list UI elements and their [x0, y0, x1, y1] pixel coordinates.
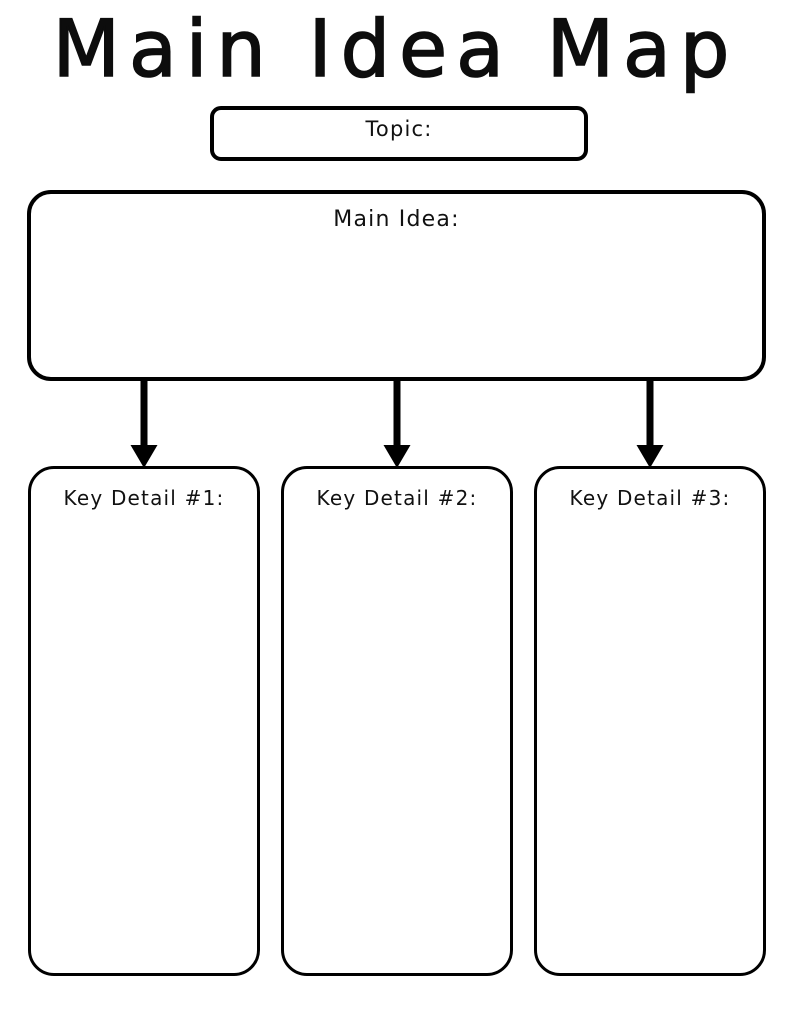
- key-detail-label-1: Key Detail #1:: [63, 486, 225, 510]
- key-detail-label-3: Key Detail #3:: [569, 486, 731, 510]
- key-detail-box-2[interactable]: Key Detail #2:: [281, 466, 513, 976]
- topic-label: Topic:: [365, 117, 433, 141]
- arrow-to-key-detail-2-icon: [383, 381, 411, 468]
- key-detail-label-2: Key Detail #2:: [316, 486, 478, 510]
- key-detail-box-1[interactable]: Key Detail #1:: [28, 466, 260, 976]
- main-idea-label: Main Idea:: [333, 207, 460, 232]
- arrow-to-key-detail-3-icon: [636, 381, 664, 468]
- main-idea-box[interactable]: Main Idea:: [27, 190, 766, 381]
- arrow-to-key-detail-1-icon: [130, 381, 158, 468]
- key-detail-box-3[interactable]: Key Detail #3:: [534, 466, 766, 976]
- page-title: Main Idea Map: [52, 4, 739, 96]
- topic-box[interactable]: Topic:: [210, 106, 588, 161]
